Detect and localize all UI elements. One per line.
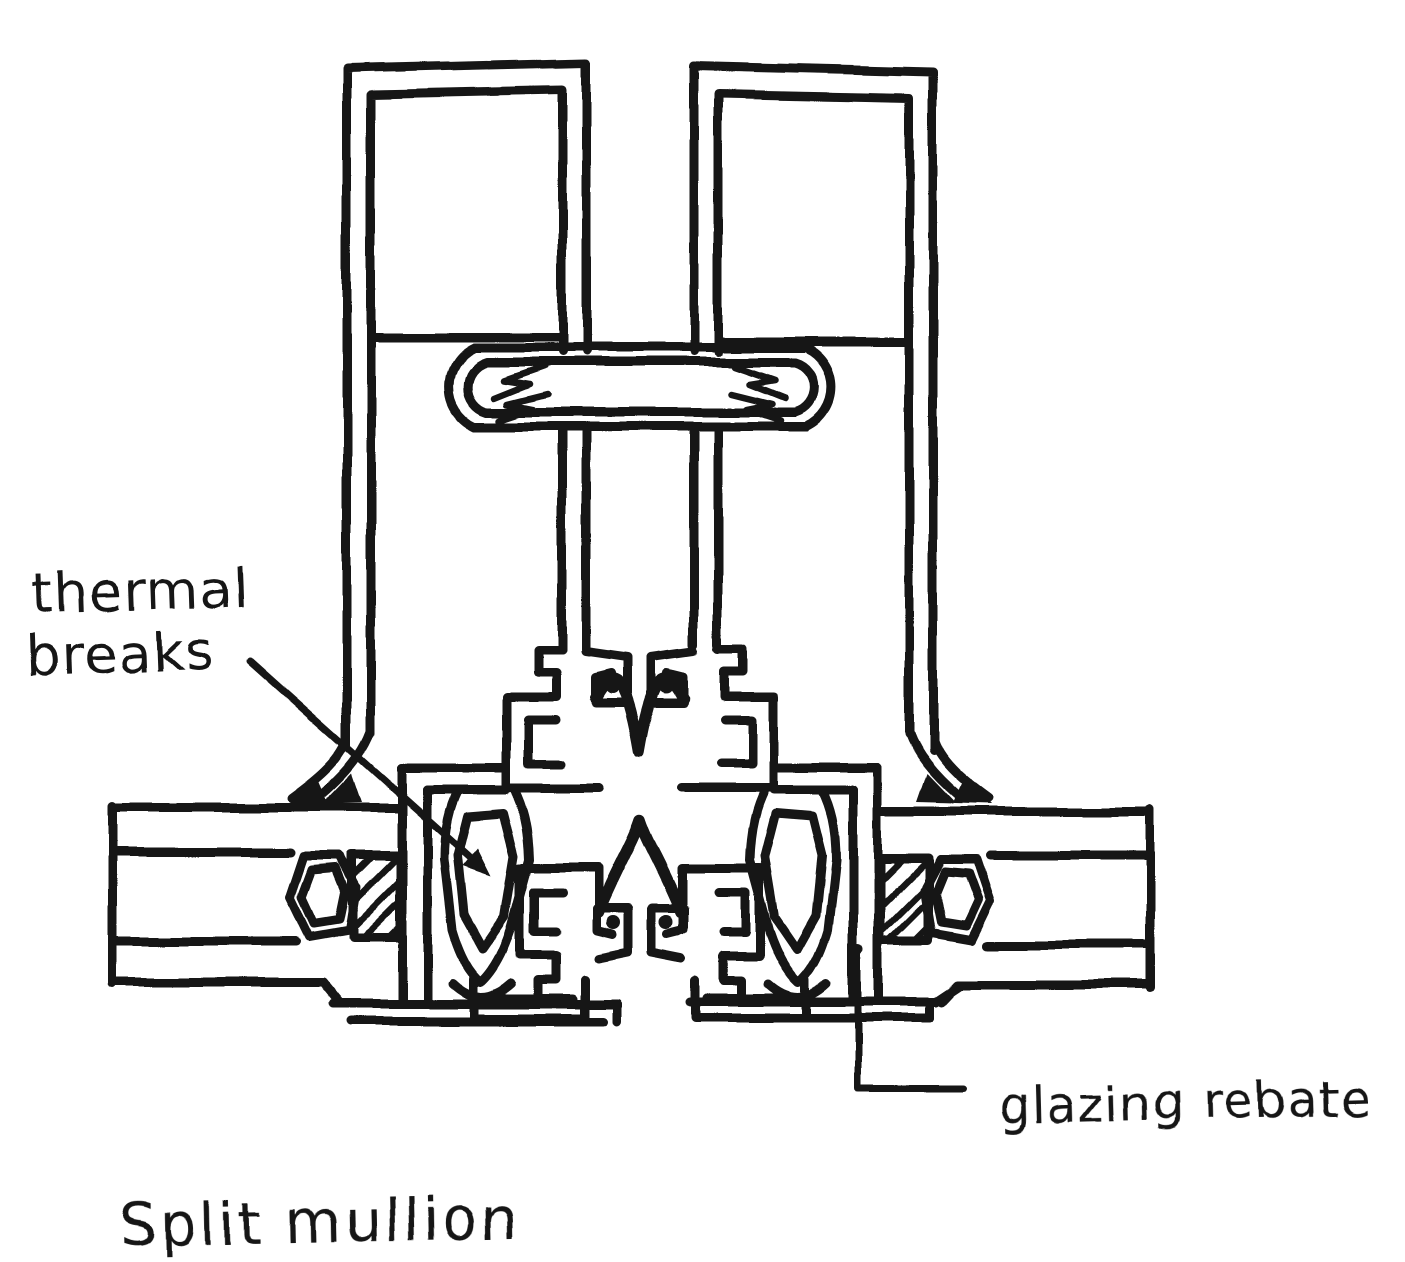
right-gasket-hatching — [876, 854, 932, 945]
centre-seal-lower — [592, 814, 688, 918]
right-thermal-break-inner — [760, 808, 827, 954]
left-pocket-upper-step — [523, 715, 565, 769]
thermal-breaks-arrowhead — [463, 848, 492, 876]
thermal-breaks-label-line2: breaks — [25, 619, 214, 688]
left-hook-lower-dot — [606, 915, 620, 929]
left-hook-lower — [591, 903, 633, 963]
centre-interlock-lower — [469, 814, 811, 1023]
right-flare-inner — [904, 727, 964, 801]
left-pocket-upper — [501, 645, 603, 793]
left-mullion-half-profile — [342, 57, 591, 751]
right-mullion-half-profile — [689, 61, 938, 755]
glazing-rebate-label: glazing rebate — [997, 1069, 1371, 1137]
glazing-rebate-leader-line — [854, 948, 968, 1092]
right-flare-spikes — [918, 774, 992, 805]
right-glass-line-4 — [937, 980, 1155, 1007]
text-layer: thermal breaks glazing rebate Split mull… — [25, 556, 1372, 1260]
left-gasket-hatching — [348, 851, 404, 942]
centre-interlock-upper — [501, 645, 779, 793]
right-pocket-upper-step — [715, 715, 757, 769]
right-pocket-lower — [677, 863, 765, 1005]
left-glass-line-4 — [107, 977, 345, 1009]
left-tube-inner-wall — [366, 85, 567, 739]
right-pocket-lower-step — [713, 887, 751, 937]
annotations — [246, 656, 968, 1092]
left-pocket-lower — [515, 863, 603, 1005]
glazing-rebate-leader-anchor — [852, 944, 864, 956]
spigot-pill — [463, 357, 819, 417]
right-hook-lower — [647, 903, 689, 963]
spigot-barbs-right — [728, 362, 789, 424]
left-thermal-break-inner — [453, 808, 520, 954]
right-flare-outer — [928, 735, 994, 804]
thermal-breaks-leader-line — [246, 656, 482, 868]
right-gasket-outline — [875, 853, 933, 946]
right-glass-support-bracket — [931, 981, 965, 1007]
left-hook-upper — [581, 647, 633, 707]
left-edge-spacer-inner — [297, 863, 350, 928]
left-gasket-outline — [347, 850, 405, 943]
left-tube-outer-wall — [342, 57, 591, 751]
right-pocket-upper — [677, 645, 779, 793]
glazing-legs — [397, 763, 883, 1007]
right-hook-upper — [647, 647, 699, 707]
spigot-housing — [444, 343, 836, 431]
left-flare-inner — [316, 727, 376, 801]
left-flare-spikes — [288, 774, 362, 805]
right-hook-lower-dot — [660, 915, 674, 929]
right-thermal-break-outer — [745, 785, 841, 988]
left-pocket-lower-step — [529, 887, 567, 937]
right-thermal-break-seat — [764, 979, 832, 1002]
right-glazing-unit — [685, 805, 1155, 1023]
centre-seal-upper — [590, 673, 690, 756]
outer-gasket-flares — [286, 727, 994, 805]
spigot-barbs-left — [491, 362, 552, 424]
right-tube-inner-wall — [713, 89, 914, 739]
drawing-title: Split mullion — [119, 1184, 520, 1260]
right-tube-outer-wall — [689, 61, 938, 755]
left-glazing-unit — [107, 801, 623, 1026]
thermal-breaks-label-line1: thermal — [31, 556, 251, 627]
right-edge-spacer-inner — [930, 866, 983, 931]
left-thermal-break-seat — [448, 979, 516, 1002]
spigot-connector — [444, 343, 836, 431]
